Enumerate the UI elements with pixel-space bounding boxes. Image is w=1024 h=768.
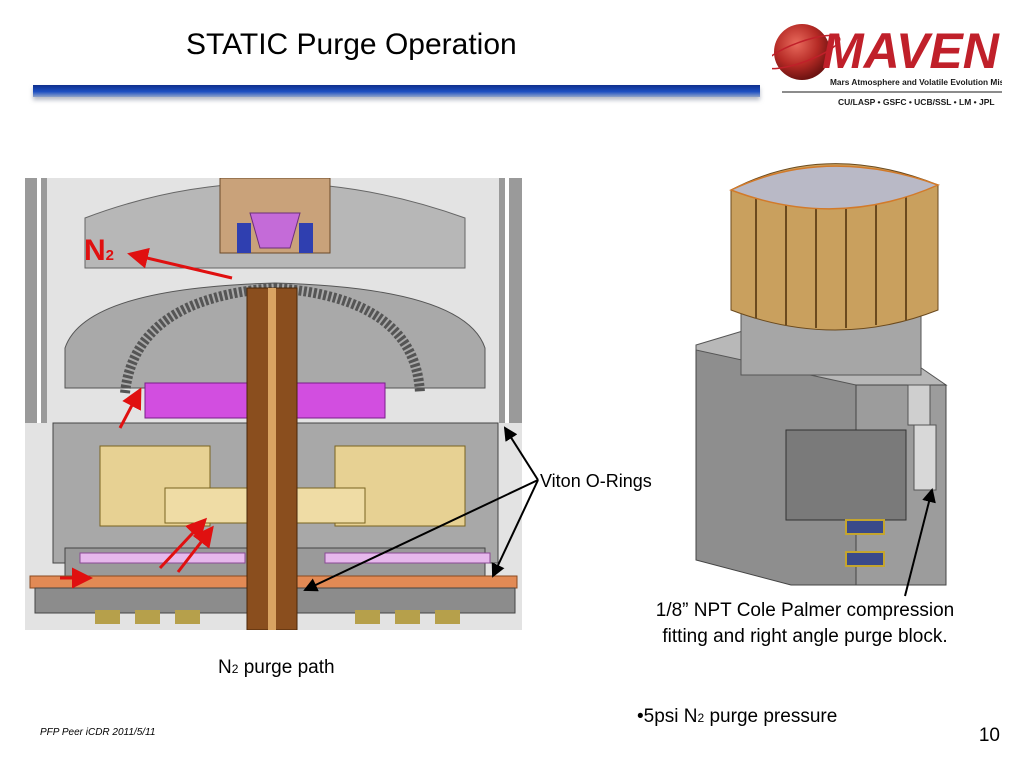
slide-footer: PFP Peer iCDR 2011/5/11 bbox=[40, 727, 156, 738]
maven-logo: MAVEN Mars Atmosphere and Volatile Evolu… bbox=[772, 23, 1002, 107]
maven-wordmark: MAVEN bbox=[822, 23, 1000, 79]
fitting-caption: 1/8” NPT Cole Palmer compression fitting… bbox=[655, 600, 955, 647]
static-instrument-image bbox=[695, 163, 948, 586]
maven-mission-name: Mars Atmosphere and Volatile Evolution M… bbox=[830, 77, 1002, 87]
purge-path-caption: N2 purge path bbox=[218, 657, 335, 678]
purge-pressure-bullet: •5psi N2 purge pressure bbox=[637, 706, 838, 727]
n2-inlet-label: N2 bbox=[84, 234, 115, 267]
page-number: 10 bbox=[978, 725, 1000, 746]
viton-orings-label: Viton O-Rings bbox=[540, 471, 652, 491]
slide-title: STATIC Purge Operation bbox=[186, 28, 517, 61]
maven-partners: CU/LASP • GSFC • UCB/SSL • LM • JPL bbox=[838, 97, 995, 107]
static-cross-section-image bbox=[25, 178, 522, 630]
title-underline-bar bbox=[33, 85, 760, 97]
